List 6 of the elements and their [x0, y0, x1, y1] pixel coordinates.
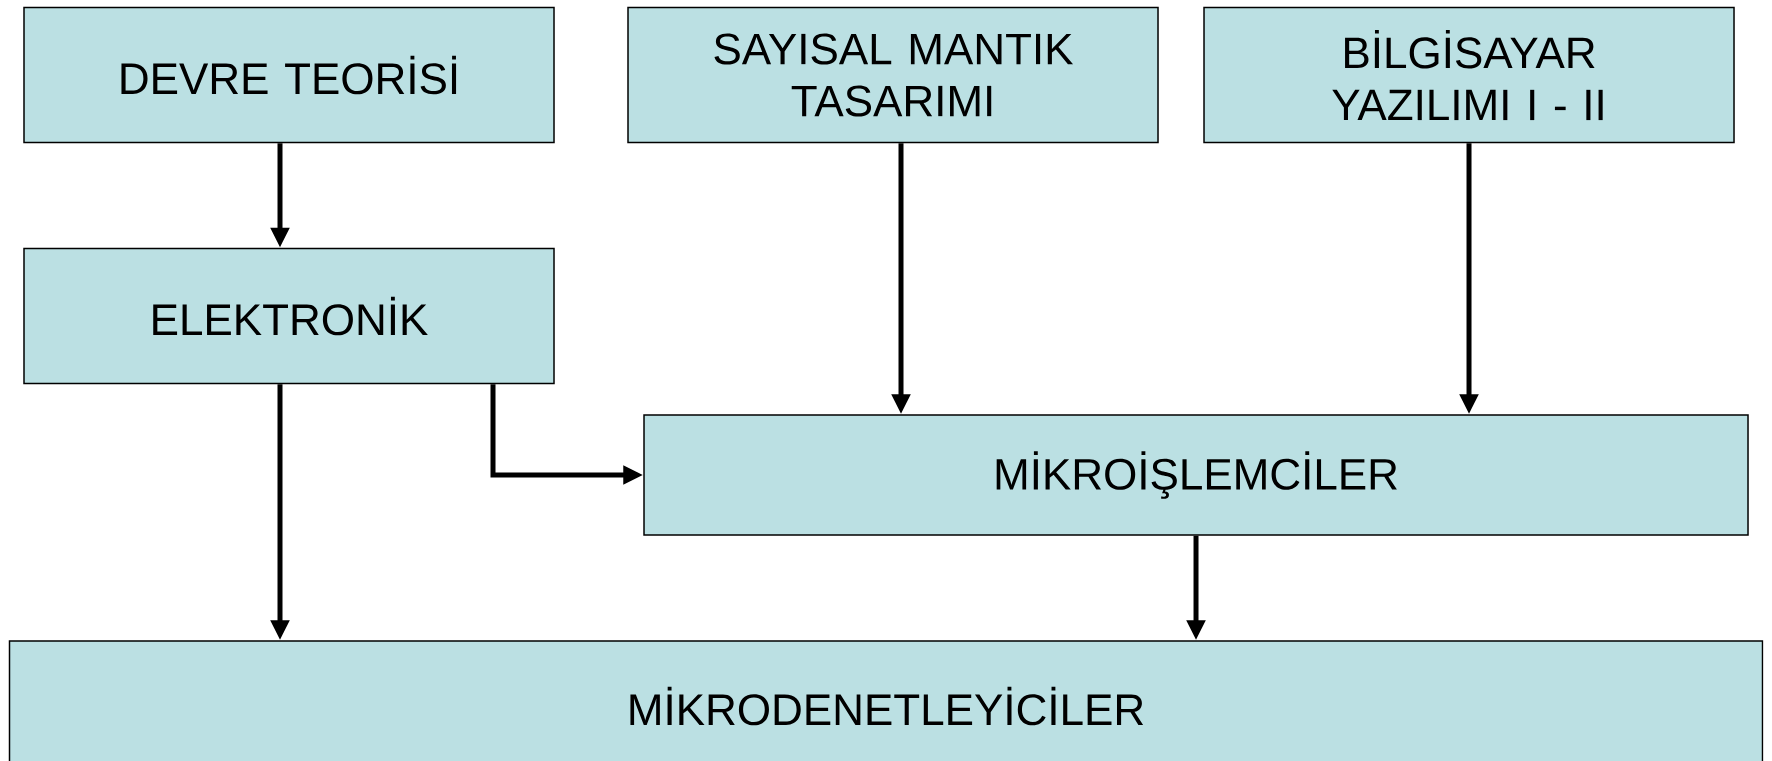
- process-box: DEVRE TEORİSİ: [23, 6, 555, 144]
- process-box: MİKROİŞLEMCİLER: [643, 414, 1749, 536]
- process-box: BİLGİSAYAR YAZILIMI I - II: [1203, 6, 1735, 144]
- process-box: SAYISAL MANTIK TASARIMI: [627, 6, 1159, 144]
- process-box: MİKRODENETLEYİCİLER: [8, 640, 1764, 761]
- process-box: ELEKTRONİK: [23, 247, 555, 385]
